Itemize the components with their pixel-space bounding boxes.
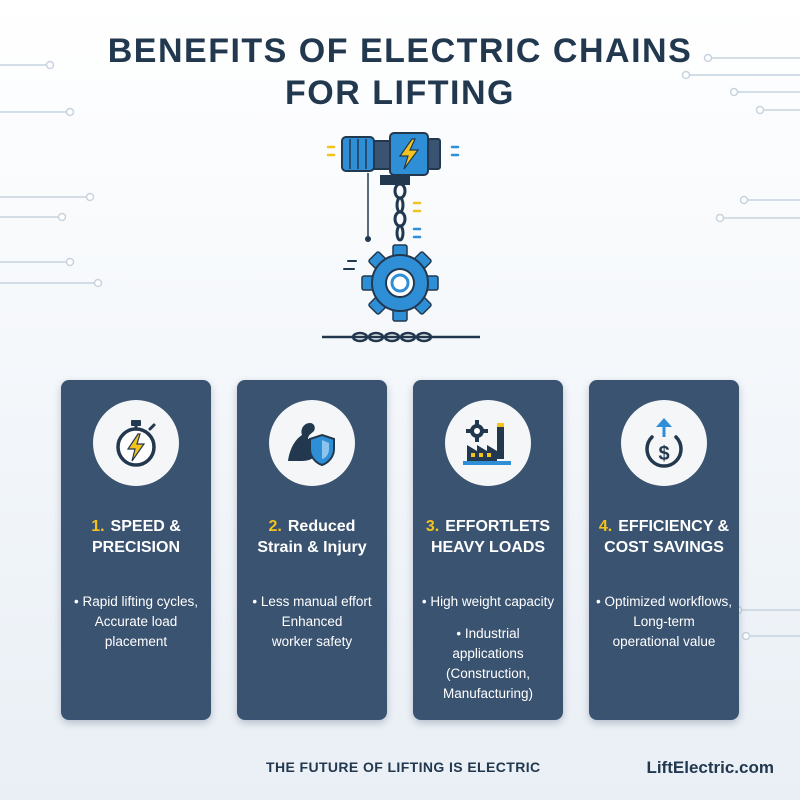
benefit-card-loads: 3. EFFORTLETS HEAVY LOADS • High weight c… <box>413 380 563 720</box>
icon-badge <box>269 400 355 486</box>
card-title: 1. SPEED & PRECISION <box>65 516 207 558</box>
card-title-line-2: Strain & Injury <box>257 539 367 556</box>
card-body-line: placement <box>104 634 168 649</box>
footer-site-link[interactable]: LiftElectric.com <box>646 758 774 777</box>
title-line-2: FOR LIFTING <box>285 74 515 112</box>
benefit-card-efficiency: $ 4. EFFICIENCY & COST SAVINGS • Optimize… <box>589 380 739 720</box>
factory-gear-icon <box>463 420 511 465</box>
card-body-line: • Optimized workflows, <box>595 594 732 609</box>
arm-shield-icon <box>288 423 335 467</box>
card-title-line-1: EFFORTLETS <box>445 518 551 535</box>
card-number: 1. <box>91 518 105 535</box>
page-title: BENEFITS OF ELECTRIC CHAINS FOR LIFTING <box>0 30 800 114</box>
svg-text:$: $ <box>658 443 669 465</box>
card-body: • High weight capacity • Industrial appl… <box>419 592 557 716</box>
card-body-line: (Construction, <box>445 666 531 681</box>
card-body-line: Enhanced <box>281 614 343 629</box>
card-title-line-1: Reduced <box>287 518 356 535</box>
card-title-line-1: EFFICIENCY & <box>618 518 730 535</box>
dollar-growth-icon: $ <box>645 418 683 468</box>
card-number: 4. <box>598 518 613 535</box>
icon-badge <box>93 400 179 486</box>
card-title: 2. Reduced Strain & Injury <box>241 516 383 558</box>
icon-badge <box>445 400 531 486</box>
card-body-line: • Industrial applications <box>452 626 524 661</box>
card-body-line: worker safety <box>271 634 353 649</box>
card-body-line: operational value <box>612 634 716 649</box>
card-title-line-1: SPEED & <box>110 518 181 535</box>
card-number: 3. <box>425 518 440 535</box>
card-body-line: Manufacturing) <box>442 686 534 701</box>
card-number: 2. <box>268 518 282 535</box>
card-body-line: • Less manual effort <box>252 594 372 609</box>
card-title-line-2: COST SAVINGS <box>604 539 724 556</box>
card-title-line-2: HEAVY LOADS <box>430 539 546 556</box>
card-title-line-2: PRECISION <box>91 539 180 556</box>
card-title: 3. EFFORTLETS HEAVY LOADS <box>417 516 559 558</box>
card-title: 4. EFFICIENCY & COST SAVINGS <box>593 516 735 558</box>
benefit-card-speed: 1. SPEED & PRECISION • Rapid lifting cycl… <box>61 380 211 720</box>
icon-badge: $ <box>621 400 707 486</box>
card-body-line: Long-term <box>633 614 695 629</box>
electric-hoist-icon <box>322 132 480 343</box>
benefit-card-safety: 2. Reduced Strain & Injury • Less manual … <box>237 380 387 720</box>
card-body-line: Accurate load <box>94 614 178 629</box>
card-body-line: • Rapid lifting cycles, <box>73 594 199 609</box>
title-line-1: BENEFITS OF ELECTRIC CHAINS <box>107 32 693 70</box>
card-body: • Optimized workflows, Long-term operation… <box>595 592 733 664</box>
card-body: • Rapid lifting cycles, Accurate load plac… <box>67 592 205 664</box>
stopwatch-bolt-icon <box>116 420 156 467</box>
card-body-line: • High weight capacity <box>421 594 555 609</box>
footer-tagline: THE FUTURE OF LIFTING IS ELECTRIC <box>266 759 541 775</box>
